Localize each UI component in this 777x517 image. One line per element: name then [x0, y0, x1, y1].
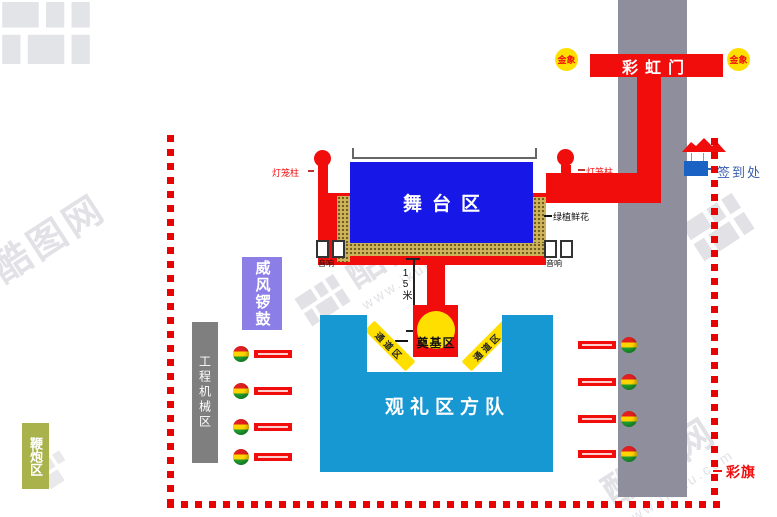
balloon-icon: [233, 346, 249, 362]
flags-label: 彩旗: [726, 464, 756, 480]
machinery-zone: 工程机械区: [192, 322, 218, 463]
speaker-left-label: 音响: [318, 259, 334, 268]
stage-area: 舞台区: [350, 162, 533, 243]
balloon-banner-row: [233, 383, 292, 399]
balloon-icon: [621, 337, 637, 353]
pointer-line: [308, 170, 314, 172]
firecracker-zone: 鞭炮区: [22, 423, 49, 489]
watermark-logo-icon: [681, 192, 755, 262]
watermark: 酷图网: [0, 178, 115, 293]
signin-label: 签到处: [717, 165, 763, 180]
lantern-pillar-right: [561, 165, 571, 195]
viewing-area-label: 观礼区方队: [384, 397, 510, 418]
balloon-banner-row: [233, 346, 292, 362]
golden-elephant-right: 金象: [727, 48, 750, 71]
balloon-banner-row: [578, 411, 637, 427]
plants-strip-right: [533, 197, 546, 256]
watermark: [2, 2, 90, 64]
watermark-logo-icon: [2, 2, 90, 64]
tent-leg: [691, 153, 692, 162]
balloon-banner-row: [578, 374, 637, 390]
tent-leg: [703, 153, 704, 162]
watermark-brand: 酷图网: [0, 187, 114, 292]
golden-elephant-left: 金象: [555, 48, 578, 71]
foundation-zone-label: 奠基区: [416, 336, 456, 350]
distance-label: 15米: [400, 268, 411, 300]
flag-boundary-right: [711, 138, 718, 502]
lantern-pillar-left-label: 灯笼柱: [272, 168, 300, 178]
slogan-banner: [254, 350, 292, 358]
flag-boundary-left: [167, 135, 174, 502]
measure-line: [413, 259, 415, 331]
slogan-banner: [578, 378, 616, 386]
speaker-right-label: 音响: [546, 259, 562, 268]
speaker-icon: [332, 240, 345, 258]
viewing-area: [320, 372, 553, 472]
balloon-icon: [233, 419, 249, 435]
pointer-line: [578, 169, 585, 171]
stage-backdrop-frame: [352, 148, 537, 159]
gong-drum-zone: 威风锣鼓: [242, 257, 282, 330]
plants-flowers-label: 绿植鲜花: [553, 212, 590, 222]
plants-strip-bottom: [337, 243, 546, 256]
flag-boundary-bottom: [167, 501, 723, 508]
pointer-line: [713, 470, 722, 472]
speaker-icon: [560, 240, 573, 258]
measure-tick: [406, 258, 420, 260]
slogan-banner: [254, 423, 292, 431]
balloon-banner-row: [233, 449, 292, 465]
balloon-icon: [621, 446, 637, 462]
pointer-line: [395, 340, 408, 342]
lantern-icon: [314, 150, 331, 167]
balloon-icon: [233, 449, 249, 465]
speaker-right-icon: [544, 240, 573, 258]
pointer-line: [544, 215, 552, 217]
slogan-banner: [578, 415, 616, 423]
lantern-pillar-left: [318, 165, 328, 195]
balloon-banner-row: [578, 337, 637, 353]
slogan-banner: [254, 387, 292, 395]
slogan-banner: [254, 453, 292, 461]
speaker-icon: [544, 240, 557, 258]
signin-tent-icon: [682, 137, 726, 158]
balloon-banner-row: [578, 446, 637, 462]
speaker-icon: [316, 240, 329, 258]
balloon-icon: [621, 411, 637, 427]
foundation-corridor: [427, 263, 445, 311]
watermark: [681, 192, 755, 262]
balloon-icon: [621, 374, 637, 390]
slogan-banner: [578, 450, 616, 458]
balloon-banner-row: [233, 419, 292, 435]
slogan-banner: [578, 341, 616, 349]
speaker-left-icon: [316, 240, 345, 258]
lantern-icon: [557, 149, 574, 166]
foundation-mound-icon: [417, 311, 455, 349]
lantern-pillar-right-label: 灯笼柱: [586, 167, 614, 177]
signin-desk: [684, 161, 708, 176]
balloon-icon: [233, 383, 249, 399]
rainbow-gate: 彩虹门: [590, 54, 723, 77]
